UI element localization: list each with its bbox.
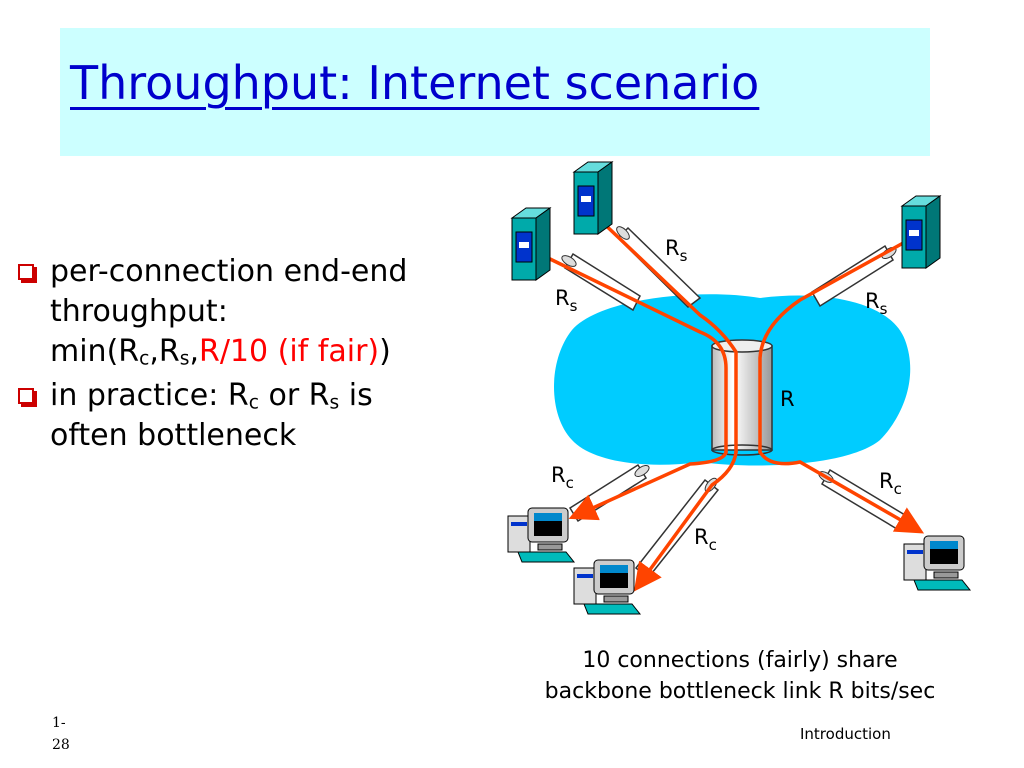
fair-share-text: R/10 (if fair) — [198, 334, 380, 369]
bullet-text: , — [189, 334, 199, 369]
computer-icon — [507, 507, 576, 563]
bullet-text: throughput: — [50, 294, 228, 329]
bullet-box-icon — [18, 264, 34, 280]
bullet-text: per-connection end-end — [50, 254, 408, 289]
subscript: s — [329, 392, 340, 414]
bullet-text: in practice: R — [50, 378, 249, 413]
server-link-left — [561, 252, 641, 312]
rate-label-rc: Rc — [879, 469, 902, 498]
page-number-line: 1- — [52, 715, 66, 731]
server-icon — [572, 161, 614, 235]
bullet-text: often bottleneck — [50, 418, 297, 453]
rate-label-rc: Rc — [551, 463, 574, 492]
bullet-text: min(R — [50, 334, 140, 369]
rate-label-rs: Rs — [865, 289, 888, 318]
server-icon — [510, 207, 552, 281]
footer-label: Introduction — [800, 725, 891, 743]
subscript: s — [179, 348, 190, 370]
bullet-box-icon — [18, 388, 34, 404]
bullet-text: ) — [379, 334, 391, 369]
server-icon — [900, 195, 942, 269]
server-link-middle — [616, 226, 702, 308]
computer-icon — [903, 535, 972, 591]
title-background — [60, 28, 930, 156]
page-number: 1- 28 — [52, 712, 70, 756]
computer-icon — [573, 559, 642, 615]
backbone-rate-label: R — [780, 387, 795, 411]
bullet-practice: in practice: Rc or Rs is often bottlenec… — [14, 376, 504, 456]
flow-lines — [546, 216, 925, 592]
rate-label-rc: Rc — [694, 525, 717, 554]
bullet-text: is — [339, 378, 373, 413]
rate-label-rs: Rs — [665, 236, 688, 265]
backbone-link — [711, 339, 773, 456]
slide-title: Throughput: Internet scenario — [70, 56, 760, 110]
bullet-text: or R — [258, 378, 330, 413]
rate-label-rs: Rs — [555, 286, 578, 315]
diagram-caption: 10 connections (fairly) share backbone b… — [490, 645, 990, 707]
bullet-throughput: per-connection end-end throughput: min(R… — [14, 252, 504, 372]
bullet-list: per-connection end-end throughput: min(R… — [14, 252, 504, 460]
subscript: c — [248, 392, 259, 414]
caption-line: 10 connections (fairly) share — [582, 648, 898, 673]
caption-line: backbone bottleneck link R bits/sec — [544, 679, 936, 704]
bullet-text: ,R — [149, 334, 180, 369]
page-number-line: 28 — [52, 737, 70, 753]
subscript: c — [139, 348, 150, 370]
